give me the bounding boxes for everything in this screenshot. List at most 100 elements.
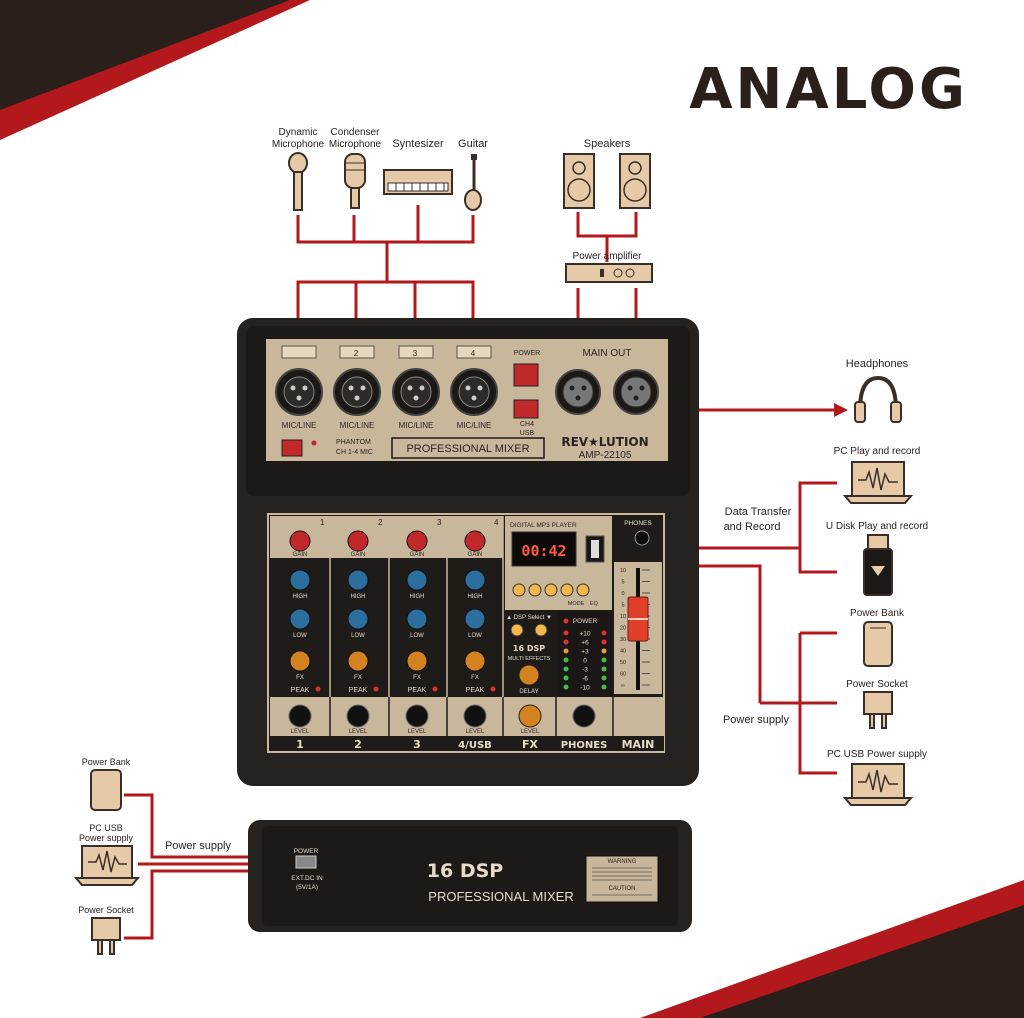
ch4-usb-switch[interactable]	[513, 399, 539, 419]
high-eq-knob-1[interactable]	[289, 569, 311, 591]
gain-knob-1[interactable]	[289, 530, 311, 552]
laptop-icon	[842, 461, 914, 504]
power-switch[interactable]	[513, 363, 539, 387]
low-eq-knob-2[interactable]	[347, 608, 369, 630]
main-out-left-jack[interactable]	[555, 369, 601, 415]
svg-text:4: 4	[471, 349, 476, 358]
meter-led-l	[563, 648, 569, 654]
svg-text:3: 3	[413, 349, 418, 358]
headphones-icon	[854, 375, 902, 423]
fader-scale-label: ∞	[621, 683, 625, 689]
low-eq-knob-3[interactable]	[406, 608, 428, 630]
mp3-eq-button[interactable]	[576, 583, 590, 597]
xlr-jack-3[interactable]	[392, 368, 440, 416]
low-eq-knob-1[interactable]	[289, 608, 311, 630]
back-usb-port[interactable]	[295, 855, 317, 869]
right-side-devices: PC Play and record Data Transfer and Rec…	[723, 446, 928, 806]
mp3-play-button[interactable]	[528, 583, 542, 597]
level-knob-3[interactable]	[405, 704, 429, 728]
svg-text:LEVEL: LEVEL	[521, 729, 540, 735]
ext-dc-label: EXT.DC IN	[291, 875, 323, 882]
svg-text:PEAK: PEAK	[349, 687, 368, 694]
level-knob-2[interactable]	[346, 704, 370, 728]
mic-line-label-2: MIC/LINE	[340, 421, 375, 430]
high-eq-knob-3[interactable]	[406, 569, 428, 591]
fader-scale-label: 0	[621, 591, 624, 597]
mp3-prev-button[interactable]	[512, 583, 526, 597]
mp3-mode-button[interactable]	[560, 583, 574, 597]
right-power-bank-label: Power Bank	[850, 608, 905, 619]
multi-effects-label: MULTI EFFECTS	[508, 656, 551, 662]
svg-text:GAIN: GAIN	[468, 552, 483, 558]
gain-knob-3[interactable]	[406, 530, 428, 552]
meter-level-label: -6	[582, 676, 588, 683]
svg-text:LOW: LOW	[293, 633, 307, 639]
mp3-player: DIGITAL MP3 PLAYER 00:42 MODE EQ	[505, 516, 612, 610]
level-meter: POWER +10+6+30-3-6-10	[557, 612, 612, 696]
mp3-next-button[interactable]	[544, 583, 558, 597]
svg-text:LOW: LOW	[410, 633, 424, 639]
fx-send-knob-2[interactable]	[347, 650, 369, 672]
fader-scale-label: 10	[620, 614, 626, 620]
meter-led-r	[601, 684, 607, 690]
svg-text:PEAK: PEAK	[291, 687, 310, 694]
low-eq-knob-4[interactable]	[464, 608, 486, 630]
xlr-jack-4[interactable]	[450, 368, 498, 416]
svg-text:LOW: LOW	[351, 633, 365, 639]
fader-scale-label: 5	[621, 603, 624, 609]
phones-level-knob[interactable]	[572, 704, 596, 728]
strip-label-1: 1	[296, 738, 304, 751]
phones-jack-label: PHONES	[624, 520, 652, 527]
meter-level-label: +3	[581, 649, 589, 656]
gain-knob-4[interactable]	[464, 530, 486, 552]
strip-label-phones: PHONES	[561, 740, 608, 751]
synth-label: Syntesizer	[392, 138, 444, 150]
level-knob-1[interactable]	[288, 704, 312, 728]
fader-scale-label: 60	[620, 672, 626, 678]
laptop-power-icon	[842, 763, 914, 806]
meter-title: POWER	[573, 618, 598, 625]
phantom-switch[interactable]	[281, 439, 303, 457]
gain-knob-2[interactable]	[347, 530, 369, 552]
svg-text:GAIN: GAIN	[293, 552, 308, 558]
warning-plate	[585, 855, 659, 903]
fx-send-knob-3[interactable]	[406, 650, 428, 672]
dsp-up-button[interactable]	[510, 623, 524, 637]
xlr-jack-2[interactable]	[333, 368, 381, 416]
meter-led-l	[563, 675, 569, 681]
dsp-down-button[interactable]	[534, 623, 548, 637]
fx-send-knob-4[interactable]	[464, 650, 486, 672]
power-socket-icon	[863, 691, 893, 729]
delay-knob[interactable]	[518, 664, 540, 686]
pro-mixer-label: PROFESSIONAL MIXER	[406, 443, 529, 455]
dsp-select-label: ▲ DSP Select ▼	[506, 615, 552, 621]
mic-line-label-3: MIC/LINE	[399, 421, 434, 430]
level-knob-4[interactable]	[463, 704, 487, 728]
high-eq-knob-2[interactable]	[347, 569, 369, 591]
speaker-left-icon	[563, 153, 595, 209]
fx-send-knob-1[interactable]	[289, 650, 311, 672]
phantom-label: PHANTOM	[336, 439, 371, 446]
meter-led-r	[601, 657, 607, 663]
back-dsp-label: 16 DSP	[427, 860, 504, 882]
xlr-jack-1[interactable]	[275, 368, 323, 416]
dynamic-mic-label-1: Dynamic	[279, 127, 318, 138]
svg-text:PEAK: PEAK	[408, 687, 427, 694]
svg-text:HIGH: HIGH	[468, 594, 483, 600]
main-out-right-jack[interactable]	[613, 369, 659, 415]
channel-strips: 1 2 3 4 GAIN GAIN GAIN GAIN HIGH HIGH HI…	[270, 516, 664, 751]
condenser-mic-label-2: Microphone	[329, 139, 382, 150]
power-bank-icon	[863, 621, 893, 667]
usb-label: USB	[520, 430, 535, 437]
condenser-mic-label-1: Condenser	[331, 127, 381, 138]
phones-jack[interactable]	[634, 530, 650, 546]
fx-level-knob[interactable]	[518, 704, 542, 728]
svg-text:LOW: LOW	[468, 633, 482, 639]
input-jacks: 2 3 4 MIC/LINE	[275, 345, 498, 430]
svg-text:HIGH: HIGH	[410, 594, 425, 600]
strip-label-fx: FX	[522, 738, 539, 751]
high-eq-knob-4[interactable]	[464, 569, 486, 591]
left-pc-usb-label-2: Power supply	[79, 833, 134, 843]
headphones-label: Headphones	[846, 358, 909, 370]
meter-led-l	[563, 666, 569, 672]
